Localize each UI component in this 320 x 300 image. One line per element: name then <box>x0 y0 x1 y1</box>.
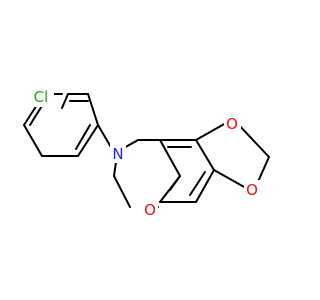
benzo-ring <box>159 139 215 203</box>
atom-label-oxygen-ring: O <box>141 200 158 220</box>
bond <box>195 122 227 141</box>
double-bond-inner <box>75 124 91 150</box>
bond <box>113 161 117 177</box>
bond <box>61 93 69 109</box>
aryl-n-bond <box>97 124 113 150</box>
bond <box>77 124 99 157</box>
oxygen-dioxole-bottom-label: O <box>246 181 258 199</box>
molecule-structure: Cl N O O O <box>23 87 270 220</box>
bond <box>113 175 131 208</box>
bond <box>159 175 181 203</box>
atom-label-oxygen-top: O <box>224 114 241 134</box>
bond <box>195 169 215 203</box>
dioxole-ring <box>195 122 270 189</box>
oxygen-ring-label: O <box>144 201 156 219</box>
bond <box>23 124 43 157</box>
nitrogen-label: N <box>112 145 123 163</box>
oxygen-dioxole-top-label: O <box>226 115 238 133</box>
atom-label-nitrogen: N <box>110 143 126 163</box>
bond <box>256 156 270 185</box>
chlorophenyl-ring <box>23 93 99 157</box>
bond <box>236 122 270 158</box>
double-bond-inner <box>189 171 206 196</box>
bond <box>213 169 247 189</box>
atom-label-oxygen-bottom: O <box>244 180 261 200</box>
bond <box>87 93 99 126</box>
molecule-canvas: Cl N O O O <box>23 87 270 220</box>
atom-label-chlorine: Cl <box>28 87 54 107</box>
bond <box>159 139 181 177</box>
chlorine-label: Cl <box>34 88 49 106</box>
bond <box>195 139 215 171</box>
